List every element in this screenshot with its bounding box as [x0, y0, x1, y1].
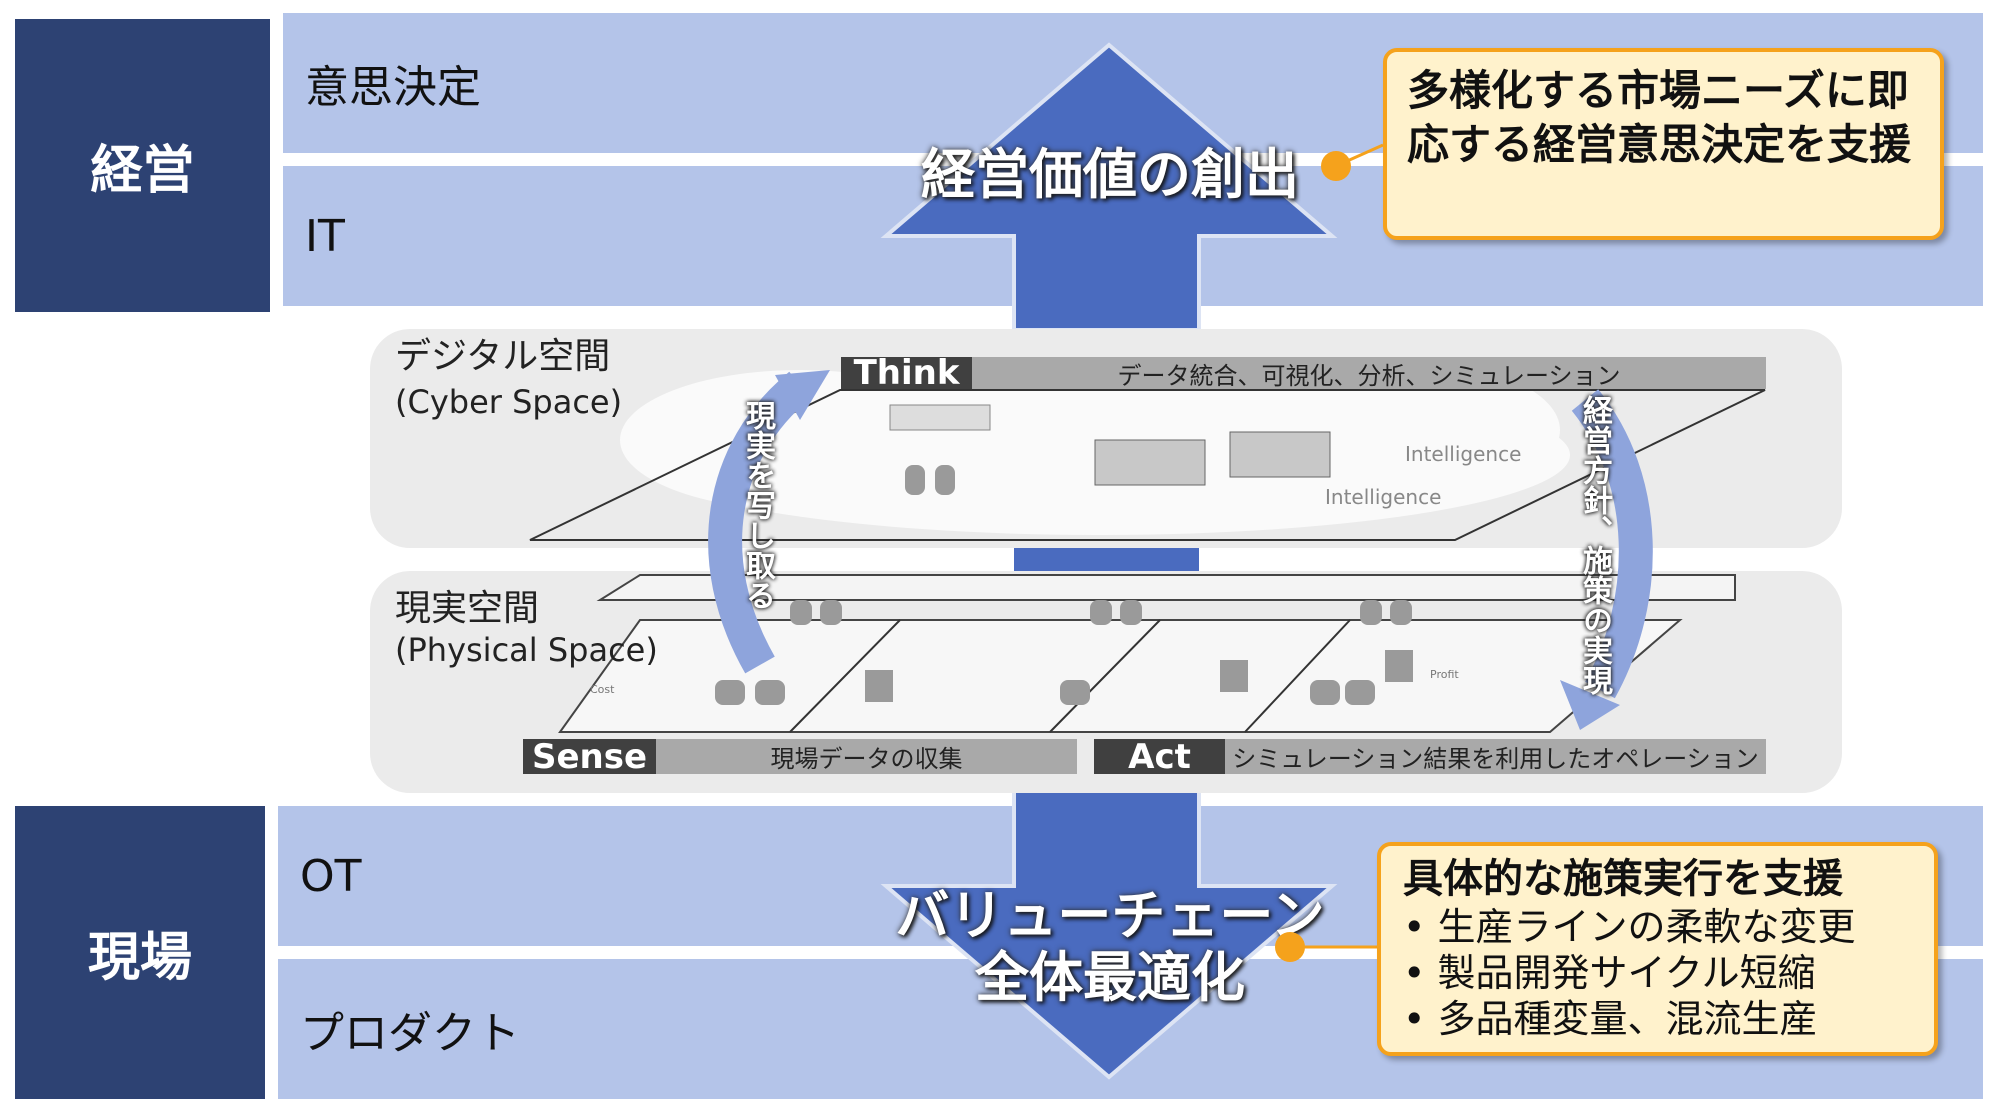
bottom-callout-title: 具体的な施策実行を支援: [1403, 856, 1843, 902]
bottom-arrow-line1: バリューチェーン: [895, 884, 1325, 947]
list-item: • 生産ラインの柔軟な変更: [1403, 905, 1856, 949]
intelligence-label-2: Intelligence: [1325, 485, 1442, 509]
think-tag: Think: [841, 353, 972, 393]
profit-label: Profit: [1430, 668, 1459, 681]
intelligence-label-1: Intelligence: [1405, 442, 1522, 466]
sense-tag: Sense: [523, 737, 656, 777]
cyber-subtitle: (Cyber Space): [395, 383, 623, 421]
physical-subtitle: (Physical Space): [395, 631, 658, 669]
act-text: シミュレーション結果を利用したオペレーション: [1232, 745, 1759, 773]
sense-bar: Sense 現場データの収集: [523, 737, 1077, 777]
field-label: 現場: [15, 806, 265, 1099]
down-arrow: [880, 788, 1338, 1080]
cost-label: Cost: [590, 683, 615, 696]
list-item: • 多品種変量、混流生産: [1403, 997, 1818, 1041]
act-tag: Act: [1094, 737, 1225, 777]
bottom-callout-list: • 生産ラインの柔軟な変更 • 製品開発サイクル短縮 • 多品種変量、混流生産: [1403, 904, 1912, 1042]
sense-text: 現場データの収集: [770, 745, 963, 773]
loop-left-label: 現実を写し取る: [740, 400, 775, 610]
top-callout: 多様化する市場ニーズに即応する経営意思決定を支援: [1383, 48, 1944, 240]
bottom-callout: 具体的な施策実行を支援 • 生産ラインの柔軟な変更 • 製品開発サイクル短縮 •…: [1377, 842, 1938, 1056]
think-text: データ統合、可視化、分析、シミュレーション: [1117, 361, 1621, 390]
bottom-arrow-line2: 全体最適化: [975, 946, 1245, 1009]
think-bar: Think データ統合、可視化、分析、シミュレーション: [841, 353, 1766, 393]
act-bar: Act シミュレーション結果を利用したオペレーション: [1094, 737, 1766, 777]
list-item: • 製品開発サイクル短縮: [1403, 951, 1816, 995]
bottom-arrow-label: バリューチェーン 全体最適化: [880, 885, 1340, 1009]
management-label: 経営: [15, 19, 270, 312]
top-connector-dot: [1321, 151, 1351, 181]
cyber-title: デジタル空間: [395, 336, 611, 377]
top-arrow-label: 経営価値の創出: [921, 143, 1299, 206]
bottom-connector-dot: [1275, 932, 1305, 962]
physical-title: 現実空間: [395, 588, 540, 629]
arrow-connector: [1014, 548, 1199, 571]
loop-right-label: 経営方針、施策の実現: [1577, 395, 1612, 695]
